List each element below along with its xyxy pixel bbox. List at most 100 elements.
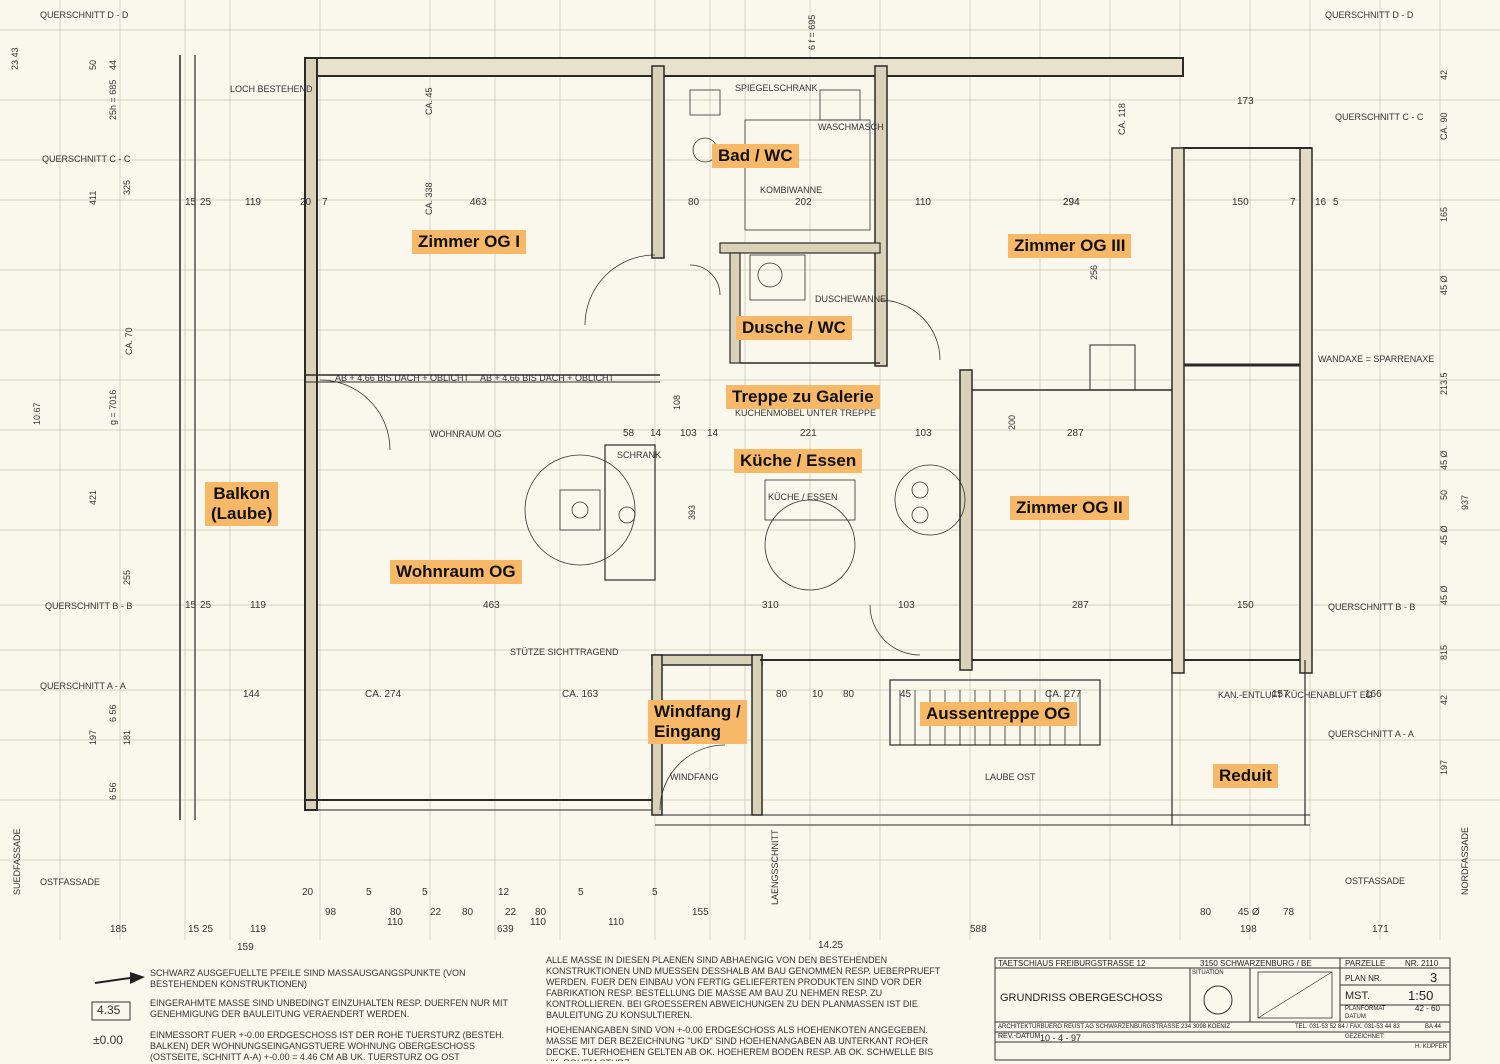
dim-bottom1: 5 [578,887,584,898]
dim-right: 197 [1439,760,1449,775]
dim-bottom1: 22 [430,907,442,918]
dim-bottom2: 15 [188,924,200,935]
dim-misc: CA. 338 [424,182,434,215]
dim-bottom3: 14.25 [818,940,843,951]
room-label-wohnraum-og: Wohnraum OG [390,560,522,584]
kuechenmoebel-label: KÜCHENMÖBEL UNTER TREPPE [735,408,876,418]
dim-misc: 287 [1067,428,1084,439]
room-label-kueche-essen: Küche / Essen [734,449,863,473]
dim-bottom2: 110 [387,917,403,928]
room-label-zimmer-og-3: Zimmer OG III [1008,234,1132,258]
dim-mid: 15 [185,600,197,611]
dim-left: 325 [122,180,132,195]
dim-bottom2: 588 [970,924,987,935]
tb-gezeichnet: H. KUPFER [1415,1044,1448,1050]
dim-mid: 463 [483,600,500,611]
dim-left: 25 [108,110,118,120]
tb-project: TAETSCHIAUS FREIBURGSTRASSE 12 [998,959,1146,968]
dim-misc: 103 [915,428,932,439]
dim-bottom2: 171 [1372,924,1389,935]
dim-right: 937 [1460,495,1470,510]
dim-left: 411 [88,191,98,205]
dim-low: 157 [1272,689,1289,700]
room-label-bad-wc: Bad / WC [712,144,799,168]
querschnitt-dd-left: QUERSCHNITT D - D [40,10,129,20]
dim-left: h = 685 [108,80,118,110]
suedfassade-label: SUEDFASSADE [12,828,22,895]
dim-bottom1: 78 [1283,907,1295,918]
dim-left: 23 43 [10,47,20,70]
dim-misc: CA. 70 [124,327,134,355]
dim-misc: 103 [680,428,697,439]
tb-architect: ARCHITEKTURBUERO REUST AG SCHWARZENBURGS… [998,1024,1231,1030]
windfang-small-label: WINDFANG [670,772,719,782]
dim-misc: CA. 118 [1117,103,1127,135]
stuetze-label: STÜTZE SICHTTRAGEND [510,647,619,657]
querschnitt-dd-right: QUERSCHNITT D - D [1325,10,1414,20]
dim-misc: 294 [1063,197,1080,208]
tb-plan-nr-label: PLAN NR. [1345,974,1382,983]
room-label-windfang: Windfang / Eingang [648,700,747,744]
dim-mid: 25 [200,600,212,611]
dim-left: 181 [122,730,132,745]
dim-right: CA. 90 [1439,112,1449,140]
duschewanne-label: DUSCHEWANNE [815,294,886,304]
dim-low: 10 [812,689,824,700]
dim-right: 42 [1439,70,1449,80]
dim-mid: 310 [762,600,779,611]
dim-bottom1: 5 [422,887,428,898]
dim-right: 213.5 [1439,372,1449,395]
note-boxed-value: 4.35 [97,1003,121,1017]
dimensions-group: 15 25 119 20 7 463 80 202 110 294 150 7 … [10,15,1470,953]
querschnitt-cc-left: QUERSCHNITT C - C [42,154,131,164]
dim-top: 294 [1063,197,1080,208]
dim-left: 6 56 [108,704,118,722]
kombiwanne-label: KOMBIWANNE [760,185,822,195]
note-boxed: EINGERAHMTE MASSE SIND UNBEDINGT EINZUHA… [150,998,508,1019]
dim-top: 7 [322,197,328,208]
walls [179,55,1313,826]
dim-top: 16 [1315,197,1327,208]
dim-low: 144 [243,689,260,700]
room-label-zimmer-og-2: Zimmer OG II [1010,496,1129,520]
dim-bottom1: 5 [652,887,658,898]
ab466-label-2: AB + 4.66 BIS DACH + OBLICHT [480,373,615,383]
schrank-label: SCHRANK [617,450,661,460]
room-label-balkon: Balkon (Laube) [205,482,279,526]
dim-misc: 108 [672,395,682,410]
dim-misc: 221 [800,428,817,439]
dim-top: 202 [795,197,812,208]
tb-datum-label: DATUM [1345,1014,1366,1020]
dim-misc: CA. 45 [424,87,434,115]
kan-entluft-label: KAN.-ENTLUFT KÜCHENABLUFT EG [1218,690,1373,700]
dim-low: CA. 277 [1045,689,1082,700]
dim-top: 80 [688,197,700,208]
querschnitt-aa-left: QUERSCHNITT A - A [40,681,126,691]
tb-date: 10 - 4 - 97 [1040,1033,1082,1043]
room-label-reduit: Reduit [1213,764,1278,788]
tb-planformat: 42 - 60 [1415,1004,1440,1013]
tb-parzelle-label: PARZELLE [1345,959,1386,968]
kueche-small-label: KÜCHE / ESSEN [768,492,838,502]
dim-right: 45 Ø [1439,525,1449,545]
note-mid-1: ALLE MASSE IN DIESEN PLAENEN SIND ABHAEN… [546,955,941,1020]
tb-rev-label: REV.-DATUM [998,1033,1041,1040]
dim-left: 50 [88,60,98,70]
room-label-zimmer-og-1: Zimmer OG I [412,230,527,254]
room-label-aussentreppe: Aussentreppe OG [920,702,1077,726]
tb-location: 3150 SCHWARZENBURG / BE [1200,959,1312,968]
dim-misc: 58 [623,428,635,439]
dim-bottom1: 80 [1200,907,1212,918]
tb-mst: 1:50 [1408,988,1434,1003]
dim-low: 80 [776,689,788,700]
dim-bottom1: 80 [390,907,402,918]
dim-bottom1: 45 Ø [1238,907,1260,918]
dim-bottom2: 185 [110,924,127,935]
spiegelschrank-label: SPIEGELSCHRANK [735,83,818,93]
dim-bottom2: 119 [250,924,266,935]
querschnitt-aa-right: QUERSCHNITT A - A [1328,729,1414,739]
dim-left: g = 7016 [108,390,118,425]
dim-bottom2: 110 [608,917,624,928]
querschnitt-bb-right: QUERSCHNITT B - B [1328,602,1415,612]
